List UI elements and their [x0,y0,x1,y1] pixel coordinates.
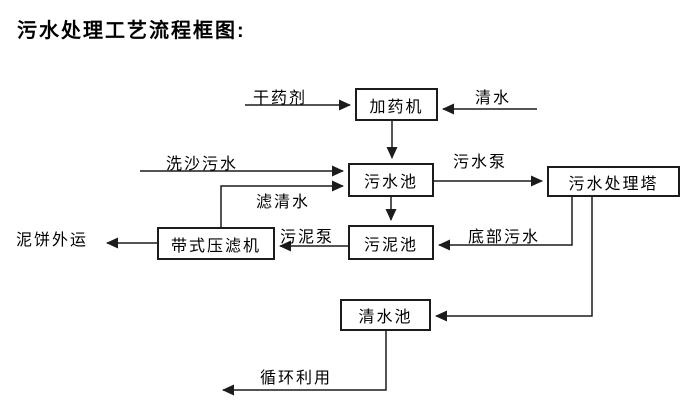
node-sludge-pool: 污泥池 [348,225,434,260]
edge-label-sewage-pump: 污水泵 [453,154,508,171]
node-dosing-machine: 加药机 [355,88,438,121]
arrow-filtered-water [220,180,344,227]
edge-label-clean-water: 清水 [475,90,512,107]
edge-label-sand-washing-sewage: 洗沙污水 [166,156,239,173]
node-dosing-machine-label: 加药机 [369,98,424,116]
node-treatment-tower: 污水处理塔 [547,166,680,197]
edge-label-mud-cake-out: 泥饼外运 [16,232,89,249]
node-belt-filter-press: 带式压滤机 [157,227,275,260]
edge-label-bottom-sewage: 底部污水 [468,229,541,246]
node-clean-water-pool: 清水池 [340,299,431,331]
diagram-title: 污水处理工艺流程框图: [17,20,246,42]
node-clean-water-pool-label: 清水池 [358,309,413,326]
edge-label-dry-agent: 干药剂 [253,90,308,107]
edge-label-sludge-pump: 污泥泵 [280,229,335,246]
edge-label-recycle: 循环利用 [260,370,333,387]
node-belt-filter-press-label: 带式压滤机 [170,237,261,255]
node-treatment-tower-label: 污水处理塔 [568,175,659,193]
node-sludge-pool-label: 污泥池 [363,236,418,254]
arrow-tower-to-clean [435,197,593,322]
node-sewage-pool: 污水池 [348,163,434,197]
arrow-bottom-sewage [438,197,573,251]
arrow-recycle [222,331,387,396]
edge-label-filtered-water: 滤清水 [256,194,311,211]
node-sewage-pool-label: 污水池 [363,174,418,191]
